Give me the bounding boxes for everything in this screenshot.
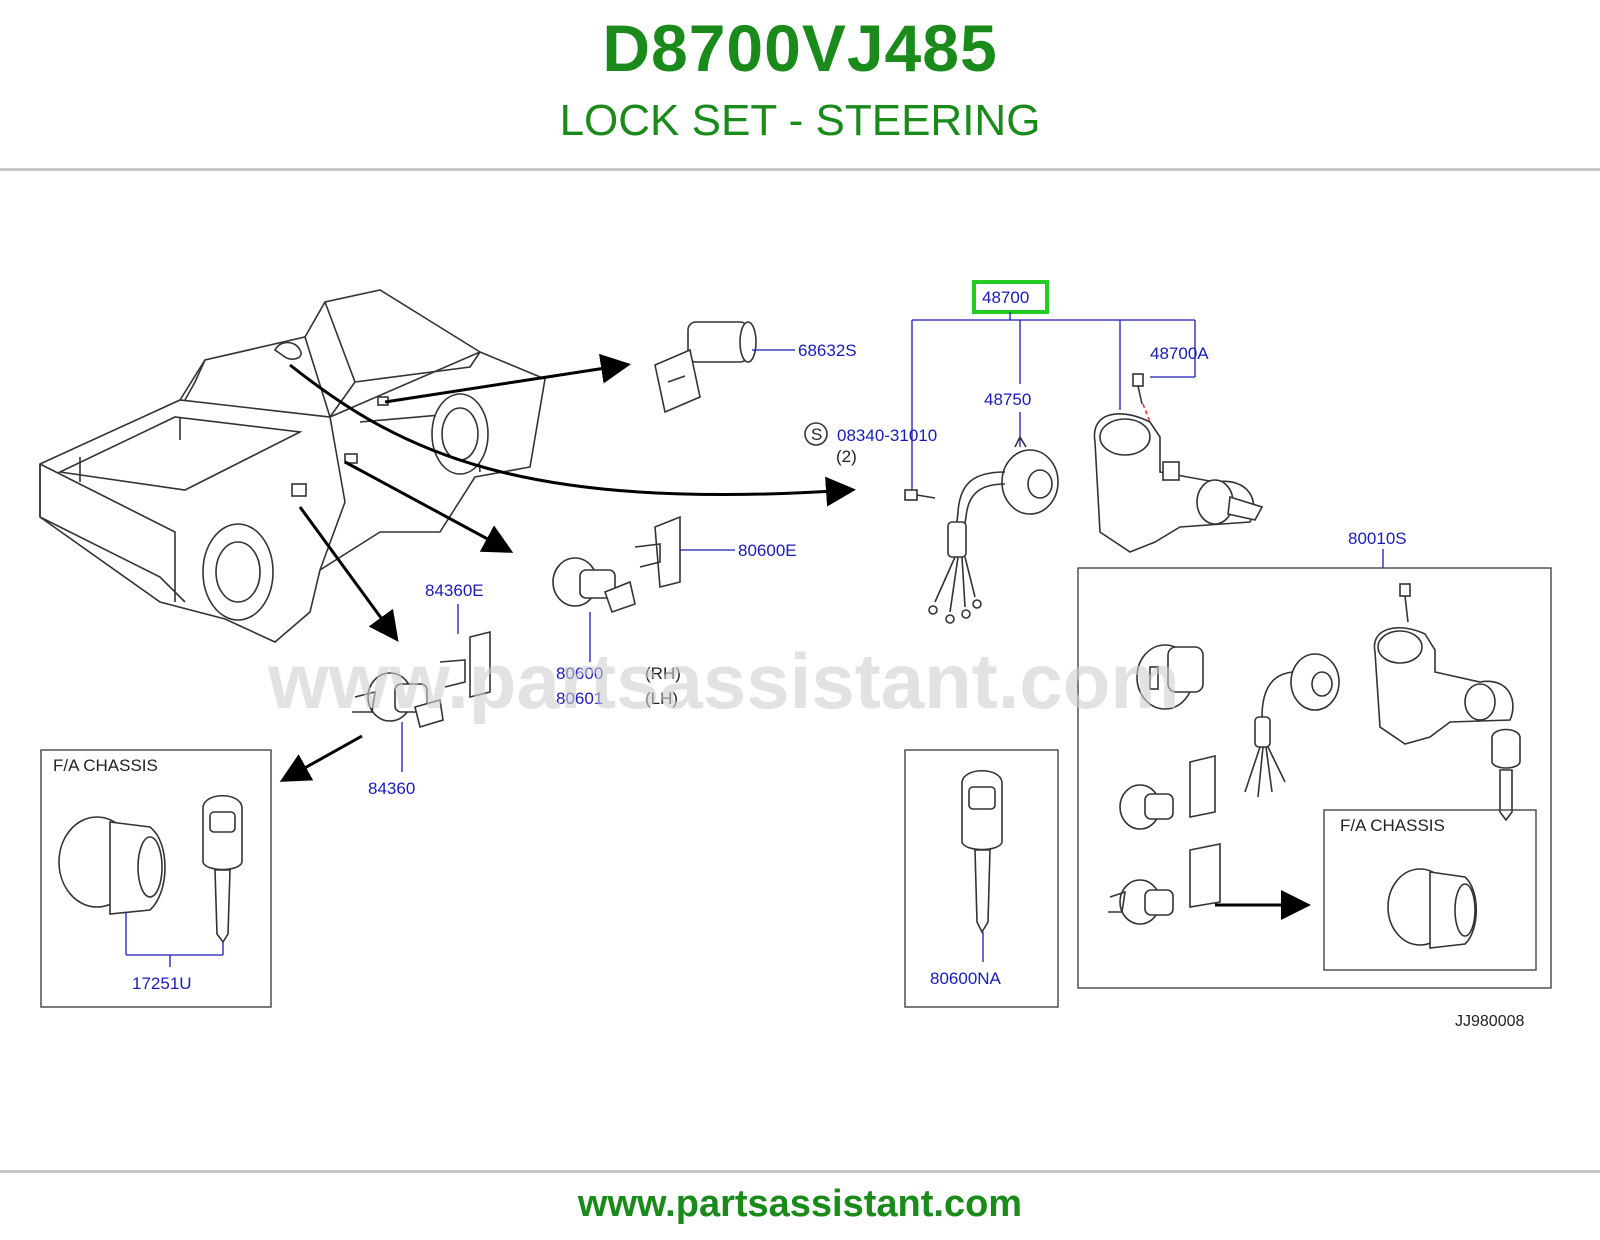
kit-switch-wiring <box>1244 653 1340 798</box>
part-code: D8700VJ485 <box>602 11 998 85</box>
callout-48700a[interactable]: 48700A <box>1150 344 1209 363</box>
arrow-to-chassis-inset <box>279 734 363 782</box>
callout-68632s[interactable]: 68632S <box>798 341 857 360</box>
pickup-truck-illustration <box>39 289 546 643</box>
arrow-to-tailgate-lock <box>298 506 399 642</box>
screw-08340-31010 <box>904 489 936 501</box>
standard-part-s-marker <box>804 422 828 446</box>
callout-80601-side: (LH) <box>645 689 678 708</box>
steering-lock-48700a <box>1093 403 1264 553</box>
callout-80600[interactable]: 80600 <box>556 664 603 683</box>
inset-fa-chassis-left <box>40 749 272 1008</box>
arrow-to-door-lock <box>344 460 514 553</box>
key-box-80600na <box>904 749 1059 1008</box>
kit-box-80010s <box>1077 567 1552 989</box>
ignition-switch-48750 <box>928 435 1059 624</box>
watermark: www.partsassistant.com <box>267 637 1180 725</box>
drawing-code: JJ980008 <box>1455 1013 1524 1030</box>
callout-08340-prefix: S <box>811 425 822 444</box>
footer-url[interactable]: www.partsassistant.com <box>577 1183 1023 1225</box>
inset-left-title: F/A CHASSIS <box>53 756 158 775</box>
callout-08340-qty: (2) <box>836 447 857 466</box>
callout-48700[interactable]: 48700 <box>982 288 1029 307</box>
parts-diagram: 68632S 48700 48700A 48750 S 08340-31010 … <box>39 280 1552 1030</box>
page-header: D8700VJ485 LOCK SET - STEERING <box>0 0 1600 168</box>
callout-08340-31010[interactable]: 08340-31010 <box>837 426 937 445</box>
glovebox-lock-68632s <box>654 321 757 414</box>
callout-17251u[interactable]: 17251U <box>132 974 192 993</box>
callout-80600na[interactable]: 80600NA <box>930 969 1002 988</box>
inset-right-title: F/A CHASSIS <box>1340 816 1445 835</box>
key-17251u <box>202 795 243 944</box>
footer-divider <box>0 1170 1600 1173</box>
chassis-lock-cylinder-right <box>1387 868 1477 949</box>
callout-80600-side: (RH) <box>645 664 681 683</box>
kit-tailgate-lock <box>1108 843 1221 925</box>
inset-fa-chassis-right <box>1323 809 1537 971</box>
part-title: LOCK SET - STEERING <box>559 96 1041 145</box>
callout-84360[interactable]: 84360 <box>368 779 415 798</box>
callout-80600e[interactable]: 80600E <box>738 541 797 560</box>
tailgate-lock-84360 <box>352 630 491 729</box>
arrow-to-68632s <box>384 353 631 404</box>
callout-80601[interactable]: 80601 <box>556 689 603 708</box>
callout-48750[interactable]: 48750 <box>984 390 1031 409</box>
chassis-lock-cylinder-left <box>58 816 166 915</box>
door-lock-80600 <box>552 515 681 614</box>
kit-steering-lock <box>1373 583 1521 822</box>
header-divider <box>0 168 1600 171</box>
kit-door-lock <box>1119 754 1216 830</box>
key-80600na <box>961 770 1003 934</box>
callout-84360e[interactable]: 84360E <box>425 581 484 600</box>
callout-80010s[interactable]: 80010S <box>1348 529 1407 548</box>
kit-glovebox-lock <box>1136 644 1204 710</box>
screw-48700a <box>1132 373 1144 405</box>
arrow-to-ignition <box>289 363 856 507</box>
